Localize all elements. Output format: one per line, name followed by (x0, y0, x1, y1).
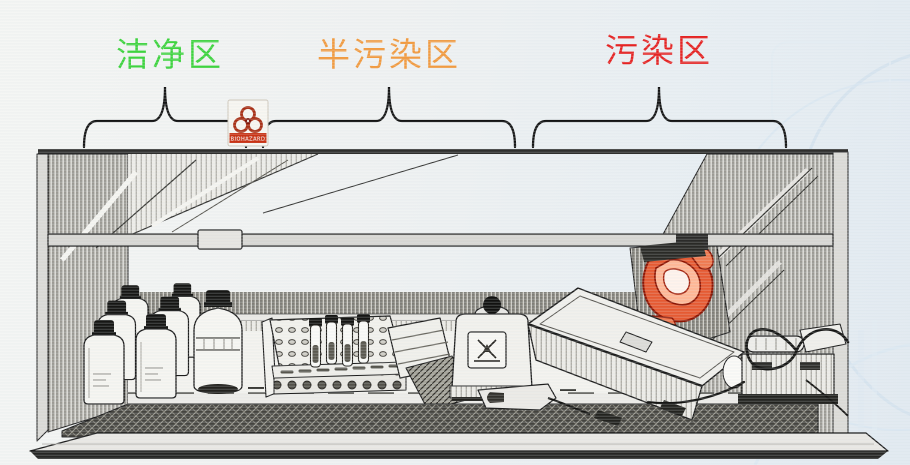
open-instrument-case (527, 287, 745, 426)
tubing-pump (646, 323, 850, 417)
cabinet (29, 149, 889, 459)
sash-bar (47, 233, 834, 247)
semi-contaminated-zone-label: 半污染区 (317, 35, 461, 74)
power-cable (745, 328, 850, 371)
bag-clamp (640, 240, 706, 262)
clean-zone-brace (82, 86, 248, 149)
zone-braces (82, 86, 788, 149)
glass-reflection-line (262, 154, 459, 214)
semi-zone-brace (261, 86, 517, 149)
left-frame-edge (36, 153, 49, 442)
sealer-box (477, 383, 591, 415)
media-bottle (193, 290, 243, 394)
contaminated-zone-brace (531, 86, 788, 149)
base-shadow (30, 451, 888, 459)
test-tube-rack (261, 313, 407, 398)
sash-handle (197, 229, 243, 250)
armrest (29, 432, 889, 452)
biohazard-banner-text: BIOHAZARD (231, 137, 266, 143)
contaminated-zone-label: 污染区 (605, 31, 713, 70)
clean-zone-label: 洁净区 (116, 35, 224, 74)
top-frame-bar (38, 149, 848, 154)
biohazard-sticker: BIOHAZARD (227, 99, 269, 147)
front-grille (61, 403, 819, 438)
biohazard-icon (233, 106, 263, 133)
